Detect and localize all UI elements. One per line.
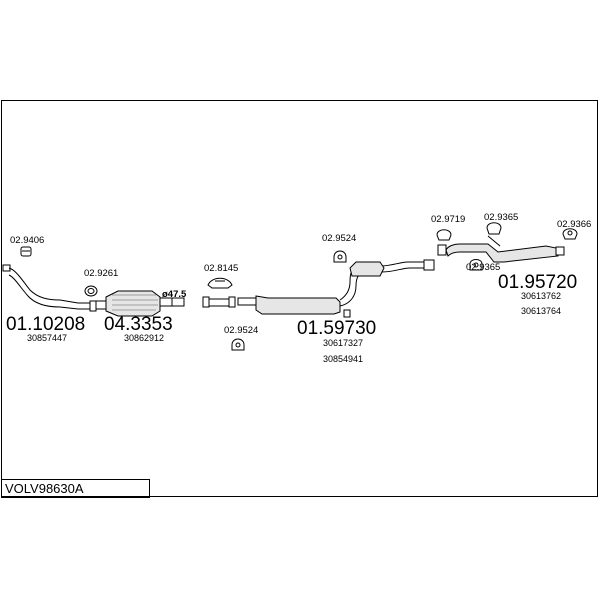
front-pipe-drawing xyxy=(2,264,97,312)
hanger-02-9365-top-drawing xyxy=(486,222,502,235)
oe-rear-silencer-1: 30613762 xyxy=(521,291,561,301)
hanger-02-9366-drawing xyxy=(562,228,578,240)
part-number-front-pipe: 01.10208 xyxy=(6,314,85,335)
label-02-9406: 02.9406 xyxy=(10,235,44,246)
rear-silencer-drawing xyxy=(437,235,565,263)
part-number-rear-silencer: 01.95720 xyxy=(498,272,577,293)
label-02-9719: 02.9719 xyxy=(431,214,465,225)
hanger-02-9365-lower-drawing xyxy=(469,259,483,271)
catalyst-drawing xyxy=(95,290,185,317)
part-number-middle-silencer: 01.59730 xyxy=(297,318,376,339)
middle-silencer-drawing xyxy=(237,259,435,318)
oe-front-pipe: 30857447 xyxy=(27,333,67,343)
label-02-9365-top: 02.9365 xyxy=(484,212,518,223)
label-02-9524-left: 02.9524 xyxy=(224,325,258,336)
diagram-frame xyxy=(1,100,598,497)
label-02-8145: 02.8145 xyxy=(204,263,238,274)
label-02-9524-top: 02.9524 xyxy=(322,233,356,244)
hanger-02-9719-drawing xyxy=(436,229,452,241)
part-number-catalyst: 04.3353 xyxy=(104,314,173,335)
oe-rear-silencer-2: 30613764 xyxy=(521,306,561,316)
gasket-02-9261-drawing xyxy=(84,285,98,297)
hanger-02-9524-left-drawing xyxy=(231,338,245,351)
hanger-02-9524-top-drawing xyxy=(333,250,347,263)
label-02-9365-lower: 02.9365 xyxy=(466,262,500,273)
oe-catalyst: 30862912 xyxy=(124,333,164,343)
label-02-9366: 02.9366 xyxy=(557,219,591,230)
catalyst-diameter: ø47.5 xyxy=(162,289,187,300)
clamp-02-9406-drawing xyxy=(20,246,32,257)
oe-middle-silencer-1: 30617327 xyxy=(323,338,363,348)
diagram-code: VOLV98630A xyxy=(1,479,150,498)
clamp-02-8145-drawing xyxy=(207,277,233,289)
label-02-9261: 02.9261 xyxy=(84,268,118,279)
connector-pipe-drawing xyxy=(202,296,236,308)
oe-middle-silencer-2: 30854941 xyxy=(323,354,363,364)
